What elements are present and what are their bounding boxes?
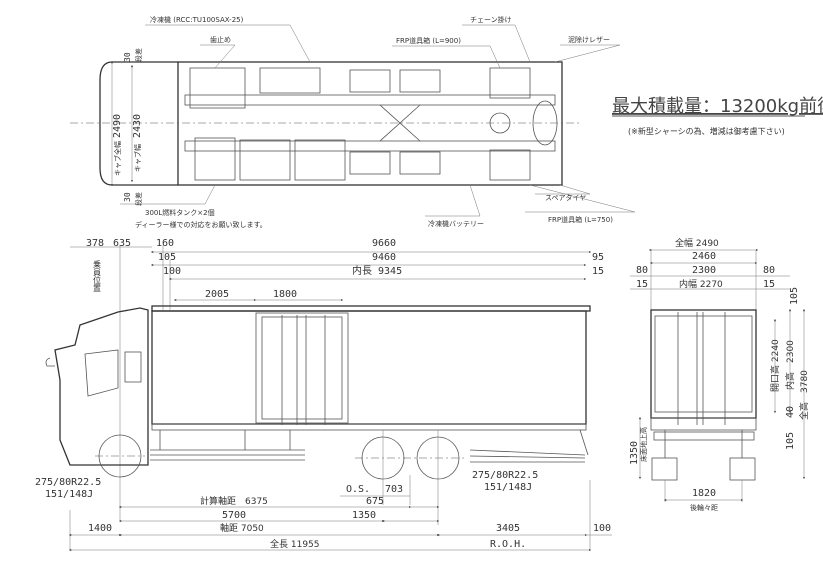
side-view: 378 635 160 9660 105 9460 95 100 内長 9345…: [35, 238, 612, 552]
chassis-outline-top: [177, 61, 563, 186]
tool-box-900-label: FRP道具箱 (L=900): [396, 36, 461, 45]
front-tire-load: 151/148J: [45, 489, 93, 500]
rear-tire-load: 151/148J: [484, 482, 532, 493]
dim-15-right: 15: [763, 279, 775, 290]
cab-width-dim: 2430: [132, 114, 143, 138]
dim-675: 675: [366, 496, 384, 507]
os-label: O.S.: [346, 484, 370, 495]
rear-right-tire: [729, 457, 756, 481]
dim-1350: 1350: [352, 510, 376, 521]
max-load-note: (※新型シャーシの為、増減は御考慮下さい): [628, 126, 785, 136]
wheel-chock-label: 歯止め: [210, 35, 231, 44]
side-door: [255, 312, 349, 424]
mud-flap-label: 泥除けレザー: [568, 35, 610, 44]
dim-2005: 2005: [205, 289, 229, 300]
top-gap-dim: 30: [123, 52, 132, 62]
dim-80-left: 80: [636, 265, 648, 276]
floor-height-dim: 1350: [629, 441, 640, 465]
rear-doors: [654, 315, 753, 413]
calc-wheelbase-dim: 計算軸距 6375: [200, 495, 268, 507]
overall-height-dim: 全高 3780: [798, 370, 810, 420]
cab-side: [54, 307, 149, 466]
floor-height-label: 床面地上高: [639, 427, 648, 462]
dim-160: 160: [156, 238, 174, 249]
dim-100: 100: [163, 266, 181, 277]
max-load-title: 最大積載量：13200kg前後: [612, 96, 823, 117]
inner-length-dim: 内長 9345: [352, 264, 402, 277]
dim-2460: 2460: [692, 251, 716, 262]
dim-105-top: 105: [789, 287, 800, 305]
fuel-tank-label: 300L燃料タンク×2個: [145, 208, 215, 217]
chain-hook-label: チェーン掛け: [470, 15, 512, 24]
tool-box-900: [489, 67, 531, 99]
dim-2300-width: 2300: [692, 265, 716, 276]
dim-80-right: 80: [763, 265, 775, 276]
dim-635: 635: [113, 238, 131, 249]
dim-5700: 5700: [222, 510, 246, 521]
dim-1800: 1800: [273, 289, 297, 300]
dim-105: 105: [158, 252, 176, 263]
cab-outline-top: [99, 61, 178, 186]
refrigerator-unit: [189, 67, 246, 109]
dim-15-left: 15: [636, 279, 648, 290]
spare-tire-shape: [532, 100, 558, 146]
top-gap-label: 段差: [134, 48, 143, 62]
cab-window: [84, 349, 119, 397]
dim-378: 378: [86, 238, 104, 249]
cab-width-label: キャブ幅: [133, 144, 142, 172]
rear-view: 全幅 2490 2460 80 2300 80 15 内幅 2270 15 10…: [629, 237, 810, 512]
overall-length-dim: 全長 11955: [270, 538, 320, 550]
cab-full-width-dim: 2490: [112, 114, 123, 138]
cargo-box: [151, 310, 587, 425]
rear-box: [650, 309, 757, 419]
dim-9460: 9460: [372, 252, 396, 263]
dim-9660: 9660: [372, 238, 396, 249]
rear-left-tire: [651, 457, 678, 481]
roh-label: R.O.H.: [490, 539, 526, 550]
fuel-tank-2: [294, 139, 346, 181]
dim-105-bottom: 105: [785, 432, 796, 450]
fuel-tank-1: [239, 139, 291, 181]
dim-15: 15: [592, 266, 604, 277]
os-dim: 703: [385, 484, 403, 495]
rear-track-label: 後輪々距: [690, 503, 718, 512]
dim-95: 95: [592, 252, 604, 263]
inner-height-dim: 内高 2300: [784, 340, 796, 390]
spare-tire-label: スペアタイヤ: [545, 193, 586, 202]
inner-width-dim: 内幅 2270: [679, 278, 723, 290]
front-tire-size: 275/80R22.5: [35, 477, 101, 488]
bottom-gap-dim: 30: [123, 192, 132, 202]
dim-3405: 3405: [496, 523, 520, 534]
dim-40: 40: [785, 406, 796, 418]
dealer-note: ディーラー様での対応をお願い致します。: [135, 220, 267, 229]
tool-box-750: [489, 149, 531, 181]
battery-label: 冷凍機バッテリー: [428, 219, 484, 228]
opening-height-dim: 開口高 2240: [769, 339, 781, 392]
wheelbase-dim: 軸距 7050: [220, 522, 264, 534]
crew-position-label: 乗員位置: [93, 259, 102, 292]
dim-1400: 1400: [88, 523, 112, 534]
plan-view: 冷凍機 (RCC:TU100SAX-25) 歯止め FRP道具箱 (L=900)…: [70, 15, 636, 229]
cab-full-width-label: キャブ全幅: [113, 141, 122, 176]
bottom-gap-label: 段差: [134, 192, 143, 206]
box-roof: [151, 305, 591, 312]
rear-tire-size: 275/80R22.5: [472, 470, 538, 481]
dim-100b: 100: [593, 523, 611, 534]
overall-width-dim: 全幅 2490: [675, 237, 719, 249]
tool-box-750-label: FRP道具箱 (L=750): [548, 215, 613, 224]
rear-track-dim: 1820: [692, 488, 716, 499]
refrigerator-label: 冷凍機 (RCC:TU100SAX-25): [150, 15, 244, 24]
